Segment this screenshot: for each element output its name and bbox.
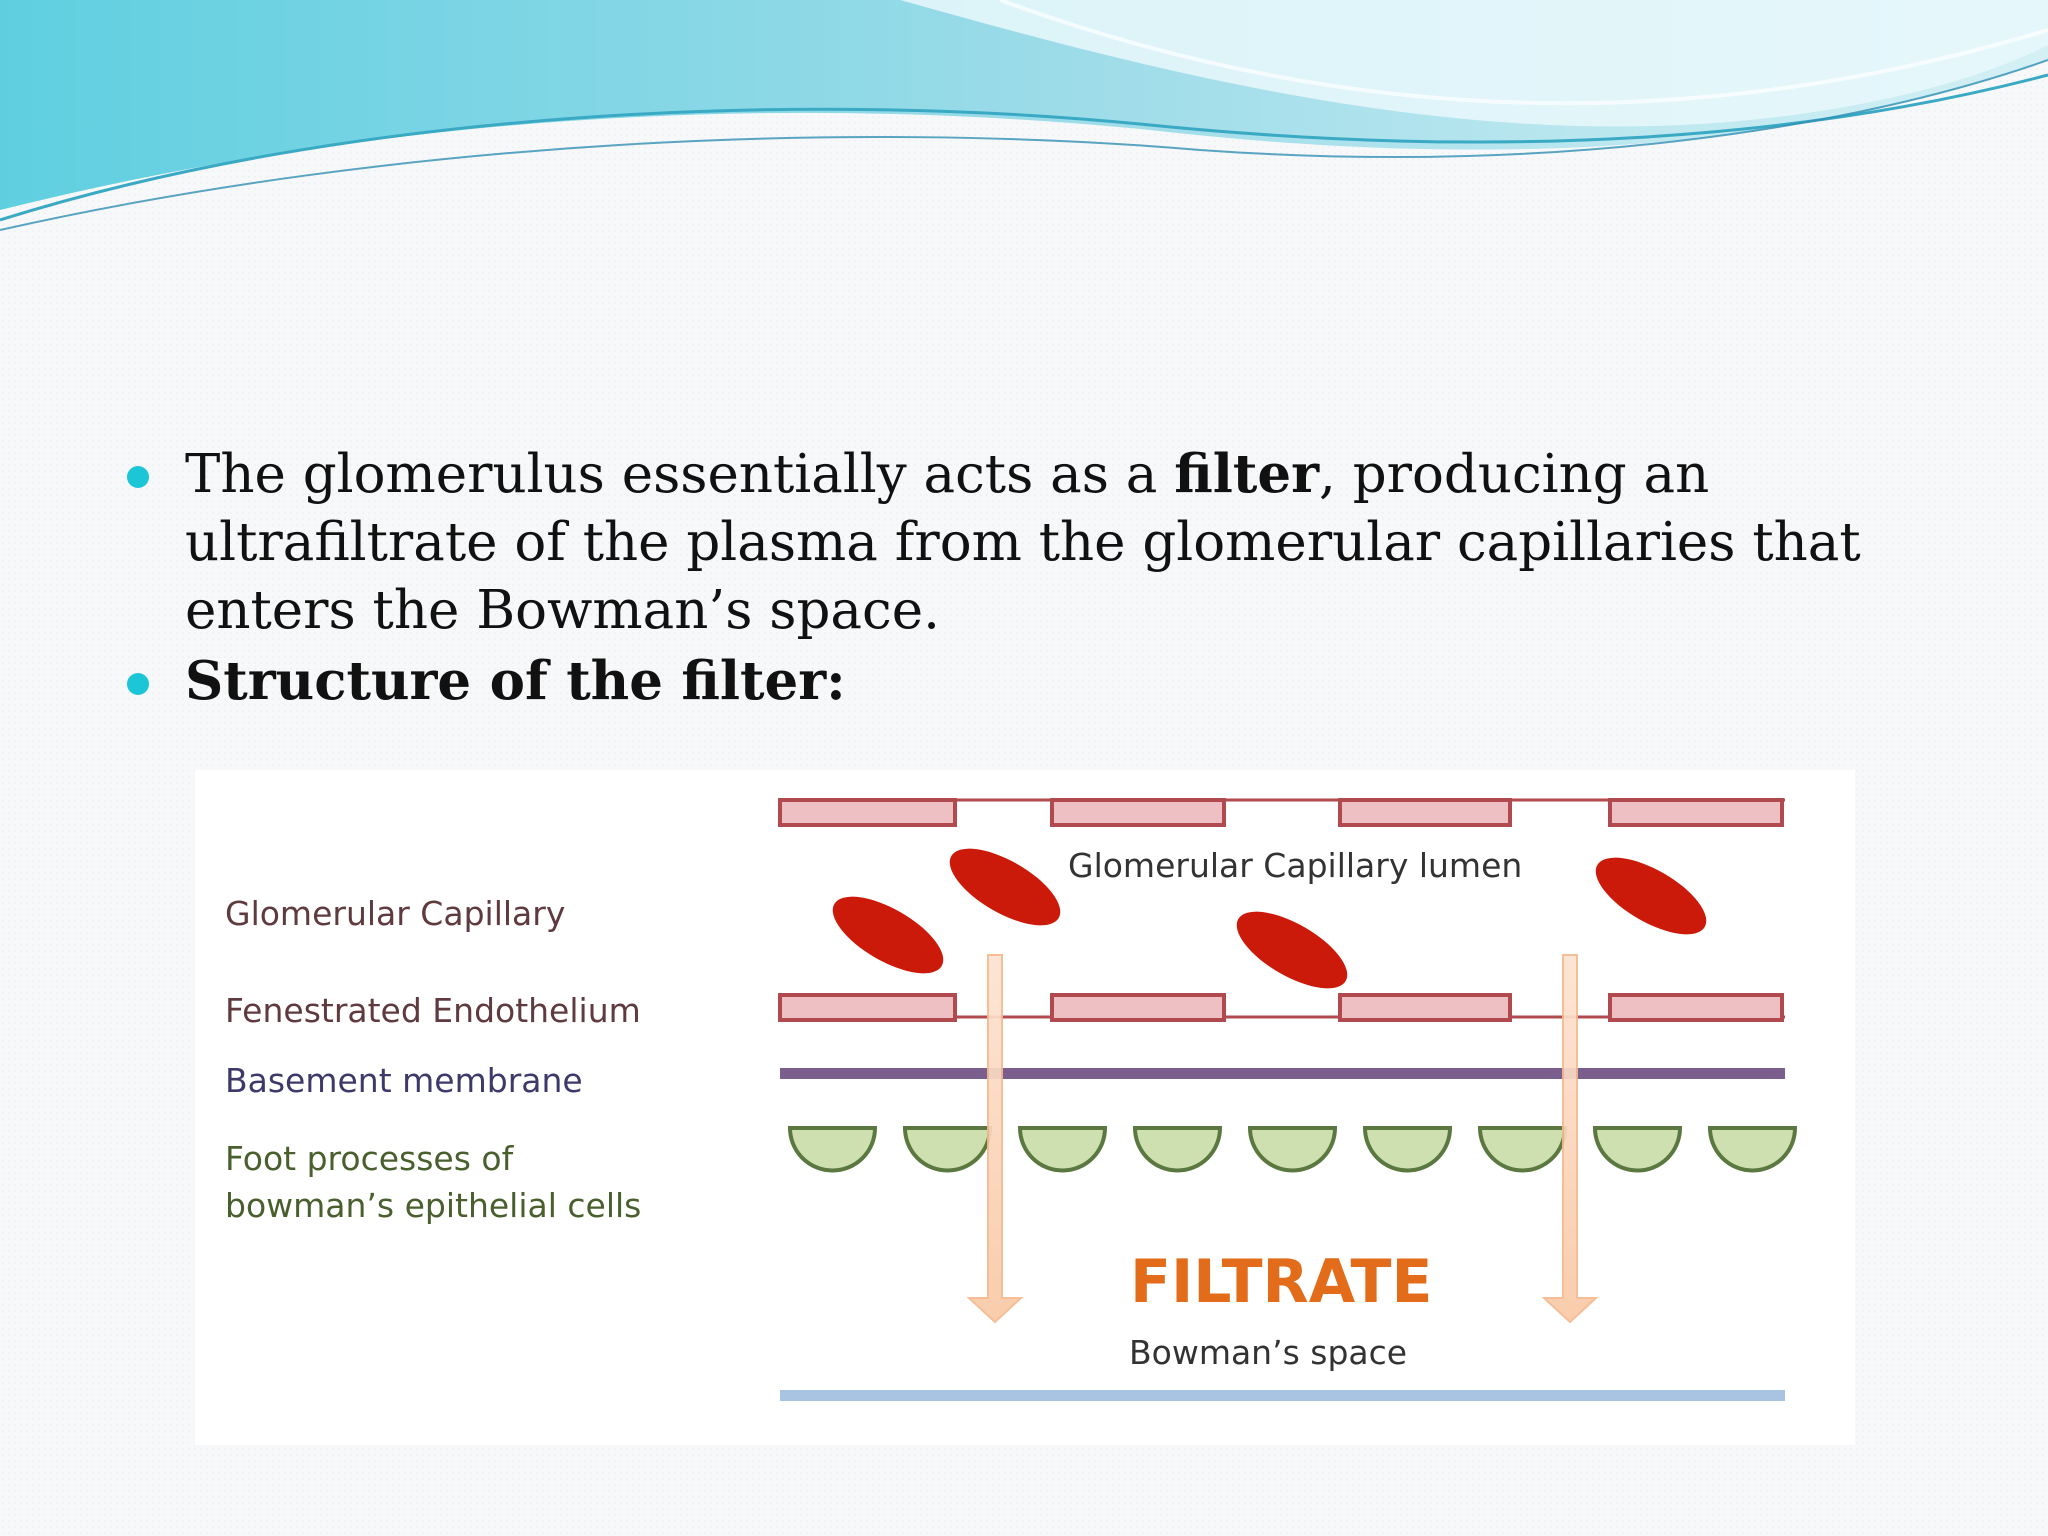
bullet-list: The glomerulus essentially acts as a fil… — [125, 440, 1985, 716]
bowmans-capsule-line — [780, 1390, 1785, 1401]
bullet-dot-icon — [127, 466, 149, 488]
red-blood-cell — [832, 896, 944, 974]
label-glomerular-capillary: Glomerular Capillary — [225, 894, 565, 933]
bullet-item-filter: The glomerulus essentially acts as a fil… — [125, 440, 1985, 645]
label-bowmans-space: Bowman’s space — [1129, 1333, 1407, 1372]
foot-process — [902, 1126, 993, 1173]
foot-process — [787, 1126, 878, 1173]
foot-process — [1362, 1126, 1453, 1173]
top-endothelium-segment — [1608, 798, 1784, 827]
bottom-endothelium-segment — [1050, 993, 1226, 1022]
filter-structure-diagram: Glomerular Capillary Fenestrated Endothe… — [195, 770, 1855, 1445]
label-foot-processes-line2: bowman’s epithelial cells — [225, 1186, 641, 1225]
label-basement-membrane: Basement membrane — [225, 1061, 583, 1100]
bullet-dot-icon — [127, 673, 149, 695]
bullet-text-start: The glomerulus essentially acts as a — [185, 444, 1175, 505]
bullet-bold-structure: Structure of the filter: — [185, 650, 846, 712]
foot-process — [1247, 1126, 1338, 1173]
basement-membrane-bar — [780, 1068, 1785, 1079]
bottom-endothelium-segment — [1608, 993, 1784, 1022]
bullet-item-structure: Structure of the filter: — [125, 647, 1985, 716]
bullet-bold-filter: filter — [1174, 443, 1320, 505]
foot-process — [1592, 1126, 1683, 1173]
foot-processes-row — [787, 1126, 1798, 1173]
filtration-arrow-icon — [1541, 954, 1599, 1324]
foot-process — [1132, 1126, 1223, 1173]
top-endothelium-segment — [1050, 798, 1226, 827]
label-capillary-lumen: Glomerular Capillary lumen — [1068, 846, 1522, 885]
wave-banner — [0, 0, 2048, 231]
label-foot-processes-line1: Foot processes of — [225, 1139, 515, 1178]
bottom-endothelium-segment — [1338, 993, 1512, 1022]
diagram-canvas: Glomerular Capillary Fenestrated Endothe… — [225, 798, 1798, 1401]
label-fenestrated-endothelium: Fenestrated Endothelium — [225, 991, 641, 1030]
foot-process — [1017, 1126, 1108, 1173]
filtration-arrow-icon — [966, 954, 1024, 1324]
bullet-text-end: , producing an ultrafiltrate of the plas… — [185, 444, 1861, 641]
top-endothelium-segment — [778, 798, 957, 827]
foot-process — [1477, 1126, 1568, 1173]
red-blood-cell — [1236, 911, 1348, 989]
red-blood-cell — [949, 848, 1061, 926]
foot-process — [1707, 1126, 1798, 1173]
label-filtrate: FILTRATE — [1130, 1247, 1432, 1317]
bottom-endothelium-segment — [778, 993, 957, 1022]
top-endothelium-segment — [1338, 798, 1512, 827]
red-blood-cell — [1595, 857, 1707, 935]
